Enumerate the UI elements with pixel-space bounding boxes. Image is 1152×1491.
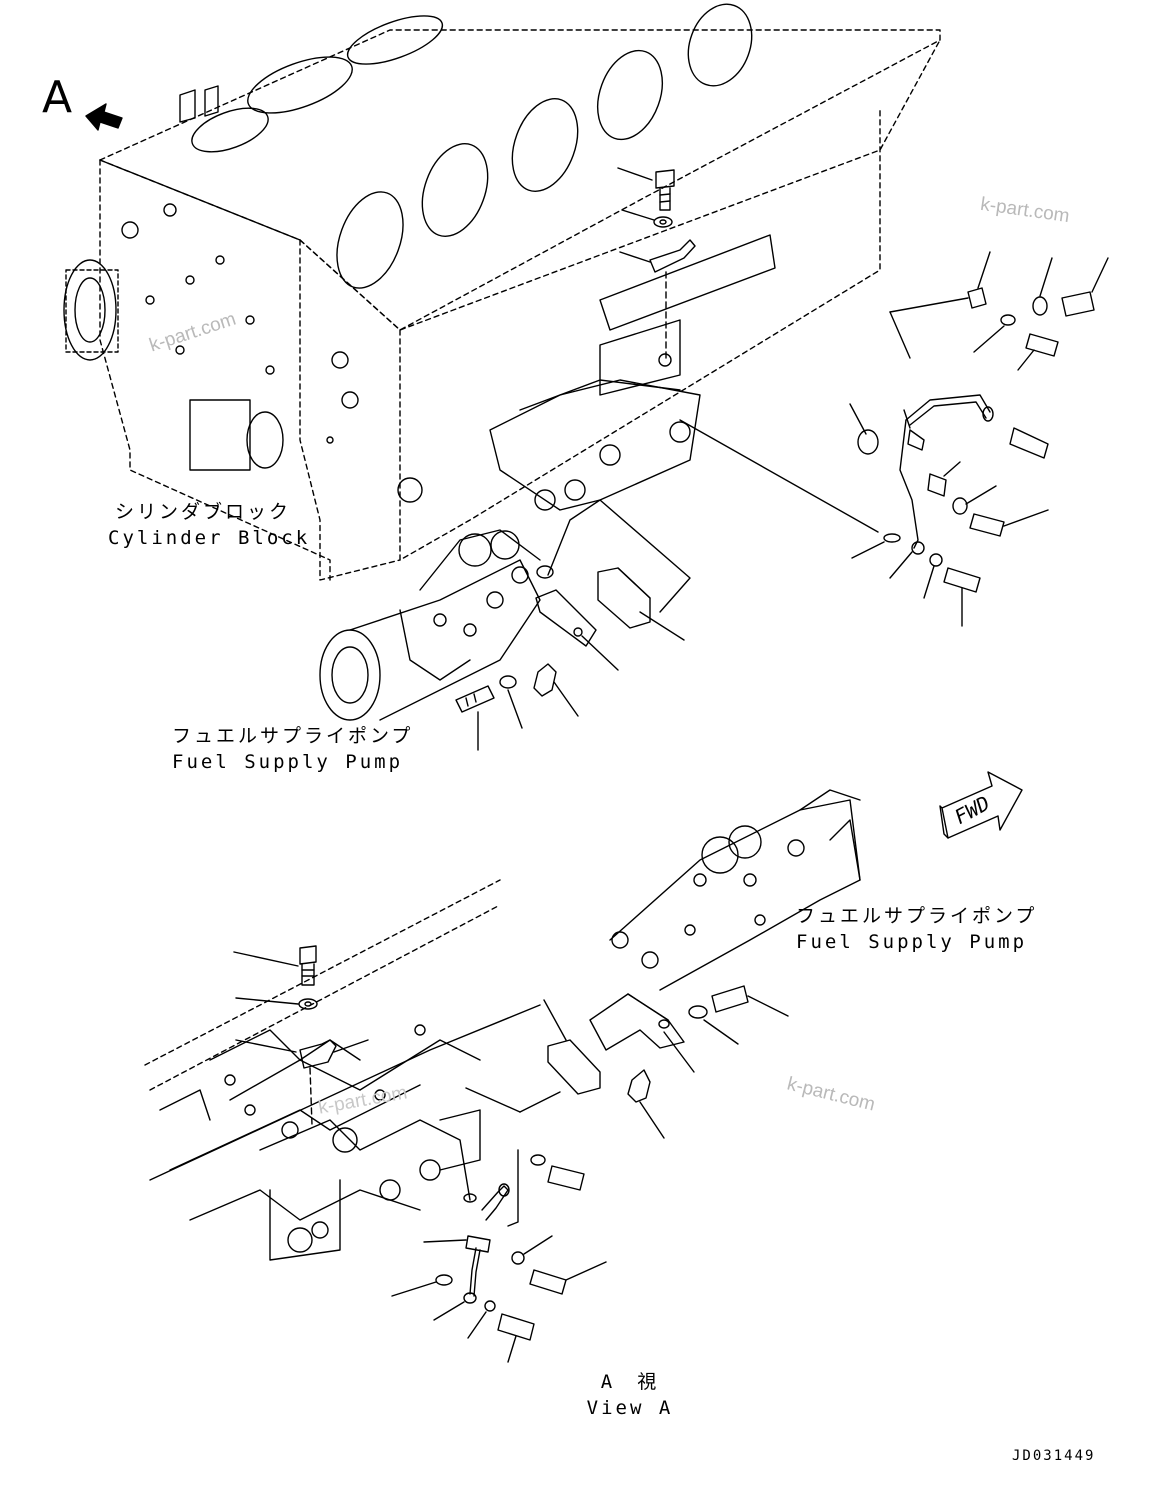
pump-brackets-upper bbox=[455, 499, 691, 751]
fuel-supply-pump-label-en-2: Fuel Supply Pump bbox=[796, 931, 1028, 953]
fuel-supply-pump-label-jp: フュエルサプライポンプ bbox=[172, 725, 414, 747]
fuel-supply-pump-label-jp-2: フュエルサプライポンプ bbox=[796, 905, 1038, 927]
fuel-supply-pump-label-en: Fuel Supply Pump bbox=[172, 751, 404, 773]
view-a-bolt-stack bbox=[233, 945, 369, 1126]
fuel-supply-pump-upper bbox=[319, 529, 554, 721]
drawing-number: JD031449 bbox=[1012, 1448, 1096, 1464]
view-a-marker: A bbox=[42, 72, 73, 123]
fuel-line-assembly-upper bbox=[679, 251, 1109, 627]
view-a-block-section bbox=[144, 879, 541, 1261]
view-a-label-en: View A bbox=[586, 1397, 674, 1419]
upper-bracket-stack bbox=[617, 167, 696, 361]
forward-direction-arrow bbox=[939, 771, 1023, 839]
view-a-brackets bbox=[465, 985, 789, 1139]
fuel-supply-pump-lower bbox=[609, 789, 861, 991]
cylinder-block bbox=[63, 3, 941, 581]
cylinder-block-label-jp: シリンダブロック bbox=[114, 501, 291, 523]
view-a-fuel-line bbox=[391, 1149, 607, 1363]
pump-mount-pad bbox=[489, 234, 776, 511]
view-a-label-jp: A 視 bbox=[600, 1371, 660, 1393]
view-a-arrow bbox=[85, 103, 123, 131]
cylinder-block-label-en: Cylinder Block bbox=[108, 527, 311, 549]
